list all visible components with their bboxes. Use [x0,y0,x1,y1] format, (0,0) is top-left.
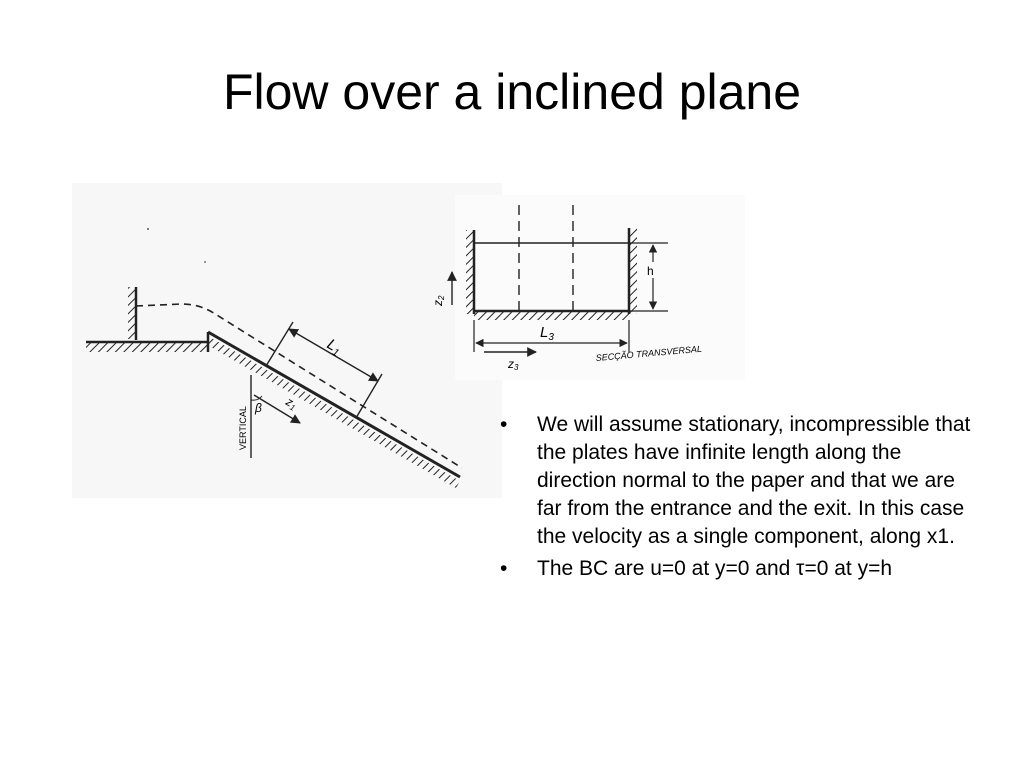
slide-title: Flow over a inclined plane [222,64,802,120]
bullet-item: • The BC are u=0 at y=0 and τ=0 at y=h [500,555,980,583]
section-background [455,195,745,380]
free-surface [135,303,463,469]
vertical-label: VERTICAL [238,406,248,450]
bullet-marker: • [500,413,508,436]
h-label-background [644,262,660,278]
inclined-channel-drawing: L1 VERTICAL β z1 [86,228,463,488]
upstream-wall-hatch [128,287,136,339]
inclined-plane-hatch [204,336,460,488]
h-label: h [647,264,654,278]
section-bottom-hatch [474,312,629,320]
section-right-wall-hatch [629,228,637,314]
floor-hatch [86,343,208,352]
bullet-list: • We will assume stationary, incompressi… [500,411,980,587]
l3-label: L3 [540,324,554,343]
z3-label: z3 [507,357,519,372]
z2-label: z2 [431,295,446,307]
beta-label: β [254,401,262,415]
bullet-text: We will assume stationary, incompressibl… [537,413,971,548]
bullet-text: The BC are u=0 at y=0 and τ=0 at y=h [537,557,893,580]
scan-speck [204,261,206,263]
scan-speck [147,228,149,230]
bullet-item: • We will assume stationary, incompressi… [500,411,980,551]
z1-axis [253,394,301,424]
l1-dimension [288,328,379,382]
inclined-plane [207,330,461,479]
beta-arc [250,395,263,401]
bullet-marker: • [500,557,508,580]
section-left-wall-hatch [466,230,474,314]
l3-label-background [538,324,566,340]
figure-background [72,183,502,498]
